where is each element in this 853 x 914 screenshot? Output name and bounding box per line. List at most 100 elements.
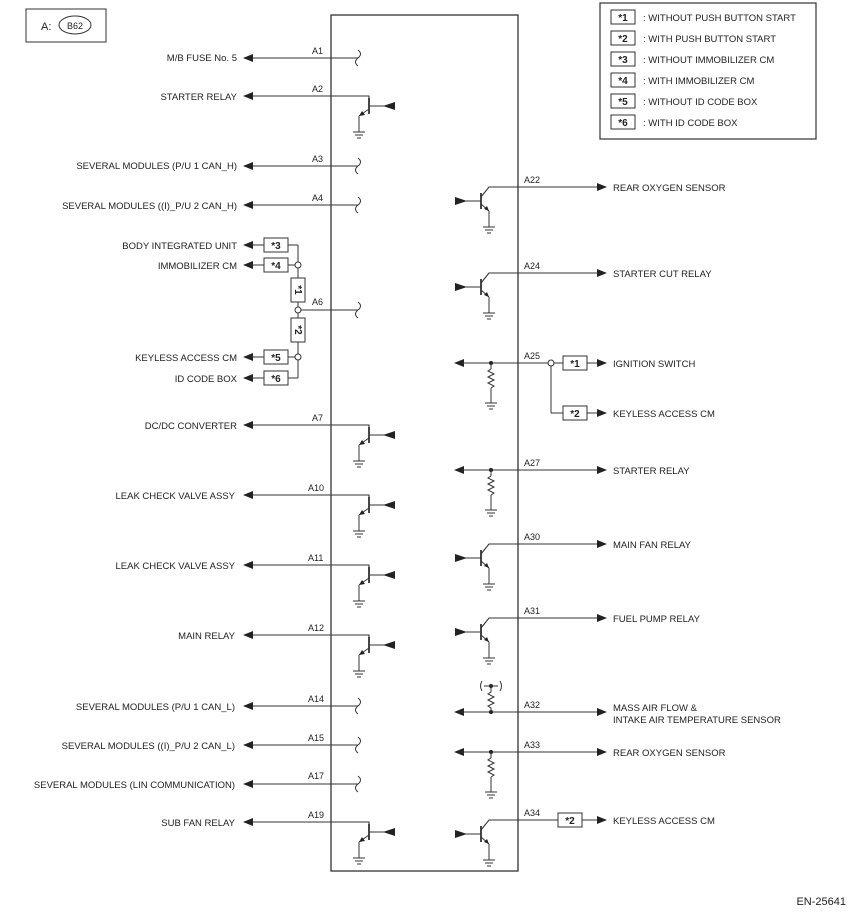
circuit-a6: A6 *3 BODY INTEGRATED UNIT *4 IMMOBILIZE…: [122, 237, 361, 386]
connection-label: KEYLESS ACCESS CM: [613, 816, 715, 827]
legend-mark: *2: [618, 34, 628, 45]
option-mark: *1: [570, 359, 580, 370]
connector-code: B62: [67, 21, 83, 31]
connector-prefix: A:: [41, 21, 51, 33]
circuit-a12: A12 MAIN RELAY: [178, 623, 395, 677]
pin-label: A27: [524, 458, 540, 468]
pin-label: A2: [312, 84, 323, 94]
pin-label: A24: [524, 261, 540, 271]
ecm-box: [330, 14, 519, 872]
circuit-a30: A30 MAIN FAN RELAY: [455, 532, 692, 590]
pin-label: A15: [308, 733, 324, 743]
legend-mark: *1: [618, 13, 628, 24]
circuit-a4: A4 SEVERAL MODULES ((I)_P/U 2 CAN_H): [62, 193, 361, 214]
connection-label: IGNITION SWITCH: [613, 359, 695, 370]
connection-label: M/B FUSE No. 5: [167, 53, 237, 64]
connection-label: MASS AIR FLOW &: [613, 703, 698, 714]
pin-label: A25: [524, 351, 540, 361]
pin-label: A34: [524, 808, 540, 818]
connection-label: STARTER RELAY: [613, 466, 690, 477]
circuit-a34: *2 A34 KEYLESS ACCESS CM: [455, 808, 715, 866]
connection-label: REAR OXYGEN SENSOR: [613, 183, 726, 194]
circuit-a10: A10 LEAK CHECK VALVE ASSY: [115, 483, 395, 537]
circuit-a31: A31 FUEL PUMP RELAY: [455, 606, 701, 664]
legend-text: : WITH IMMOBILIZER CM: [643, 76, 754, 87]
legend-mark: *6: [618, 118, 628, 129]
connection-label: BODY INTEGRATED UNIT: [122, 241, 237, 252]
connection-label: MAIN FAN RELAY: [613, 540, 692, 551]
circuit-a22: A22 REAR OXYGEN SENSOR: [455, 175, 726, 233]
legend-item-6: *6 : WITH ID CODE BOX: [610, 114, 738, 130]
pin-label: A30: [524, 532, 540, 542]
circuit-a19: A19 SUB FAN RELAY: [161, 810, 395, 864]
option-mark: *4: [271, 261, 281, 272]
option-mark: *5: [271, 353, 281, 364]
figure-id: EN-25641: [796, 896, 846, 908]
connection-label: SEVERAL MODULES (LIN COMMUNICATION): [34, 780, 235, 791]
pin-label: A33: [524, 740, 540, 750]
connection-label: INTAKE AIR TEMPERATURE SENSOR: [613, 715, 781, 726]
circuit-a17: A17 SEVERAL MODULES (LIN COMMUNICATION): [34, 771, 361, 793]
legend-item-1: *1 : WITHOUT PUSH BUTTON START: [610, 9, 796, 25]
pin-label: A11: [308, 553, 323, 563]
circuit-a33: A33 REAR OXYGEN SENSOR: [454, 740, 726, 798]
legend-item-4: *4 : WITH IMMOBILIZER CM: [610, 72, 754, 88]
circuit-a25: *1 *2 A25 IGNITION SWITCH KEYLESS ACCESS…: [454, 351, 715, 421]
legend-text: : WITHOUT ID CODE BOX: [643, 97, 758, 108]
legend-text: : WITH ID CODE BOX: [643, 118, 738, 129]
pin-label: A14: [308, 694, 324, 704]
pin-label: A22: [524, 175, 540, 185]
connection-label: DC/DC CONVERTER: [145, 421, 237, 432]
option-mark: *6: [271, 374, 281, 385]
circuit-a27: A27 STARTER RELAY: [454, 458, 690, 516]
legend-item-5: *5 : WITHOUT ID CODE BOX: [610, 93, 758, 109]
circuit-a7: A7 DC/DC CONVERTER: [145, 413, 395, 467]
circuit-a2: A2 STARTER RELAY: [160, 84, 395, 138]
connection-label: REAR OXYGEN SENSOR: [613, 748, 726, 759]
option-mark: *2: [570, 409, 580, 420]
option-mark: *3: [271, 241, 281, 252]
connection-label: LEAK CHECK VALVE ASSY: [115, 561, 235, 572]
option-mark: *1: [292, 285, 303, 295]
connection-label: SEVERAL MODULES ((I)_P/U 2 CAN_H): [62, 201, 237, 212]
connector-badge: A: B62: [25, 8, 107, 43]
connection-label: IMMOBILIZER CM: [158, 261, 237, 272]
circuit-a14: A14 SEVERAL MODULES (P/U 1 CAN_L): [76, 694, 361, 715]
pin-label: A32: [524, 700, 540, 710]
connection-label: SEVERAL MODULES (P/U 1 CAN_H): [76, 161, 237, 172]
circuit-a15: A15 SEVERAL MODULES ((I)_P/U 2 CAN_L): [62, 733, 361, 754]
circuit-a24: A24 STARTER CUT RELAY: [455, 261, 712, 319]
circuit-a3: A3 SEVERAL MODULES (P/U 1 CAN_H): [76, 154, 361, 175]
connection-label: SEVERAL MODULES (P/U 1 CAN_L): [76, 702, 235, 713]
connection-label: SEVERAL MODULES ((I)_P/U 2 CAN_L): [62, 741, 235, 752]
connection-label: FUEL PUMP RELAY: [613, 614, 701, 625]
connection-label: ID CODE BOX: [175, 374, 238, 385]
legend: *1 : WITHOUT PUSH BUTTON START *2 : WITH…: [599, 2, 817, 140]
pin-label: A31: [524, 606, 540, 616]
pin-label: A10: [308, 483, 324, 493]
pin-label: A19: [308, 810, 324, 820]
legend-item-2: *2 : WITH PUSH BUTTON START: [610, 30, 776, 46]
circuit-a32: A32 MASS AIR FLOW & INTAKE AIR TEMPERATU…: [454, 680, 781, 726]
pin-label: A17: [308, 771, 324, 781]
legend-mark: *4: [618, 76, 628, 87]
pin-label: A4: [312, 193, 323, 203]
circuit-a11: A11 LEAK CHECK VALVE ASSY: [115, 553, 395, 607]
option-mark: *2: [565, 816, 575, 827]
connection-label: KEYLESS ACCESS CM: [135, 353, 237, 364]
legend-mark: *5: [618, 97, 628, 108]
connection-label: STARTER RELAY: [160, 92, 237, 103]
legend-text: : WITHOUT PUSH BUTTON START: [643, 13, 796, 24]
pin-label: A7: [312, 413, 323, 423]
pin-label: A1: [312, 46, 323, 56]
pin-label: A3: [312, 154, 323, 164]
option-mark: *2: [292, 325, 303, 335]
legend-text: : WITHOUT IMMOBILIZER CM: [643, 55, 774, 66]
connection-label: STARTER CUT RELAY: [613, 269, 712, 280]
circuit-a1: A1 M/B FUSE No. 5: [167, 46, 361, 67]
pin-label: A12: [308, 623, 324, 633]
legend-text: : WITH PUSH BUTTON START: [643, 34, 776, 45]
legend-item-3: *3 : WITHOUT IMMOBILIZER CM: [610, 51, 774, 67]
connection-label: LEAK CHECK VALVE ASSY: [115, 491, 235, 502]
